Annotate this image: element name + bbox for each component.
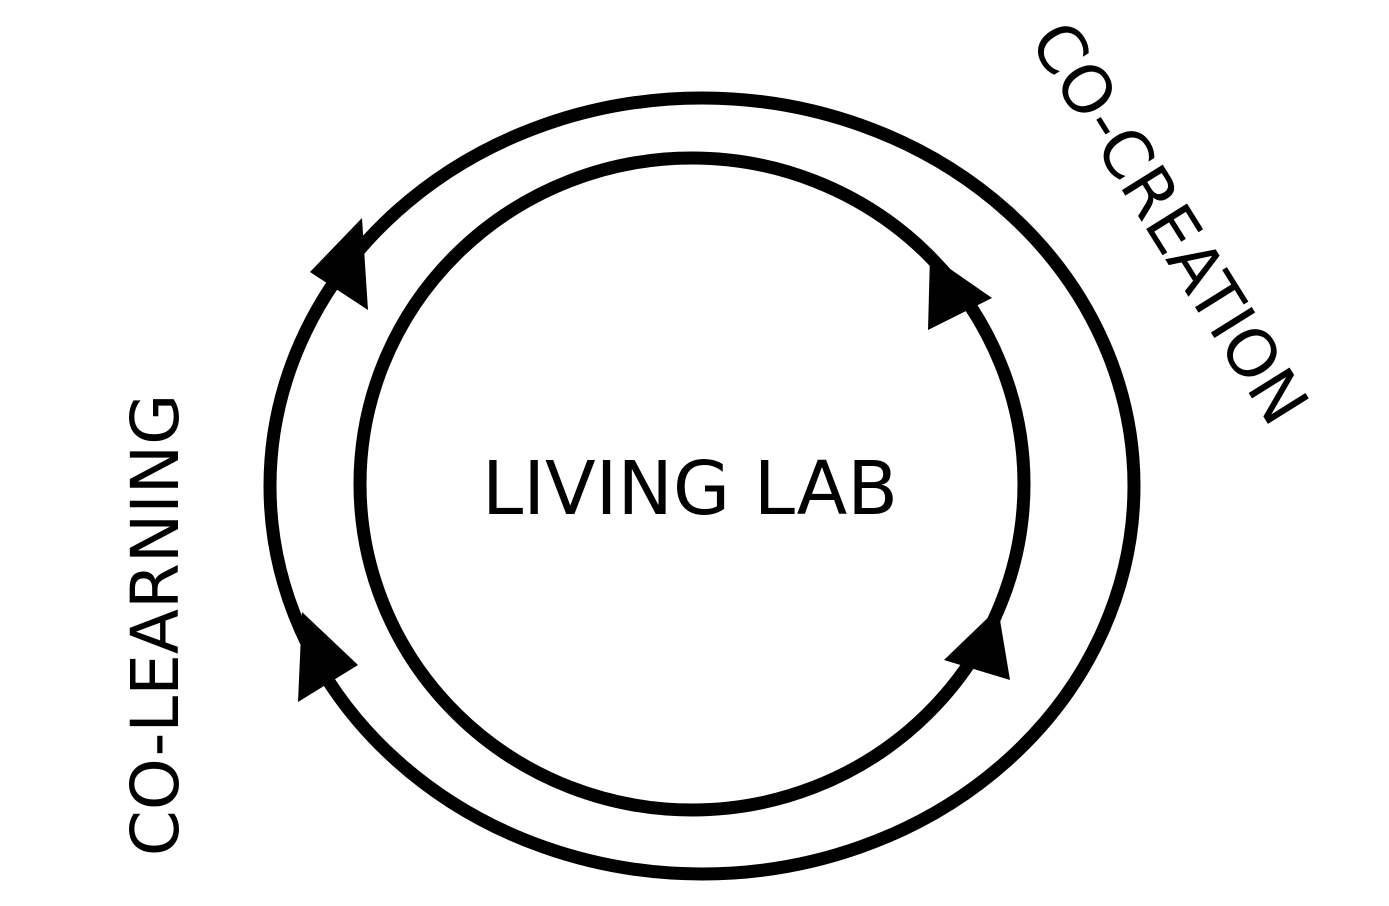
- outer-upper-left-arrowhead: [310, 218, 368, 310]
- inner-upper-right-arrowhead: [928, 255, 992, 330]
- inner-lower-right-arrowhead: [944, 608, 1010, 680]
- center-label: LIVING LAB: [482, 446, 898, 532]
- outer-lower-left-arrowhead: [298, 612, 358, 702]
- co-learning-label: CO-LEARNING: [117, 394, 194, 857]
- outer-cycle-ring: [263, 91, 1141, 881]
- co-creation-label: CO-CREATION: [1015, 8, 1323, 438]
- inner-cycle-ring: [353, 151, 1031, 817]
